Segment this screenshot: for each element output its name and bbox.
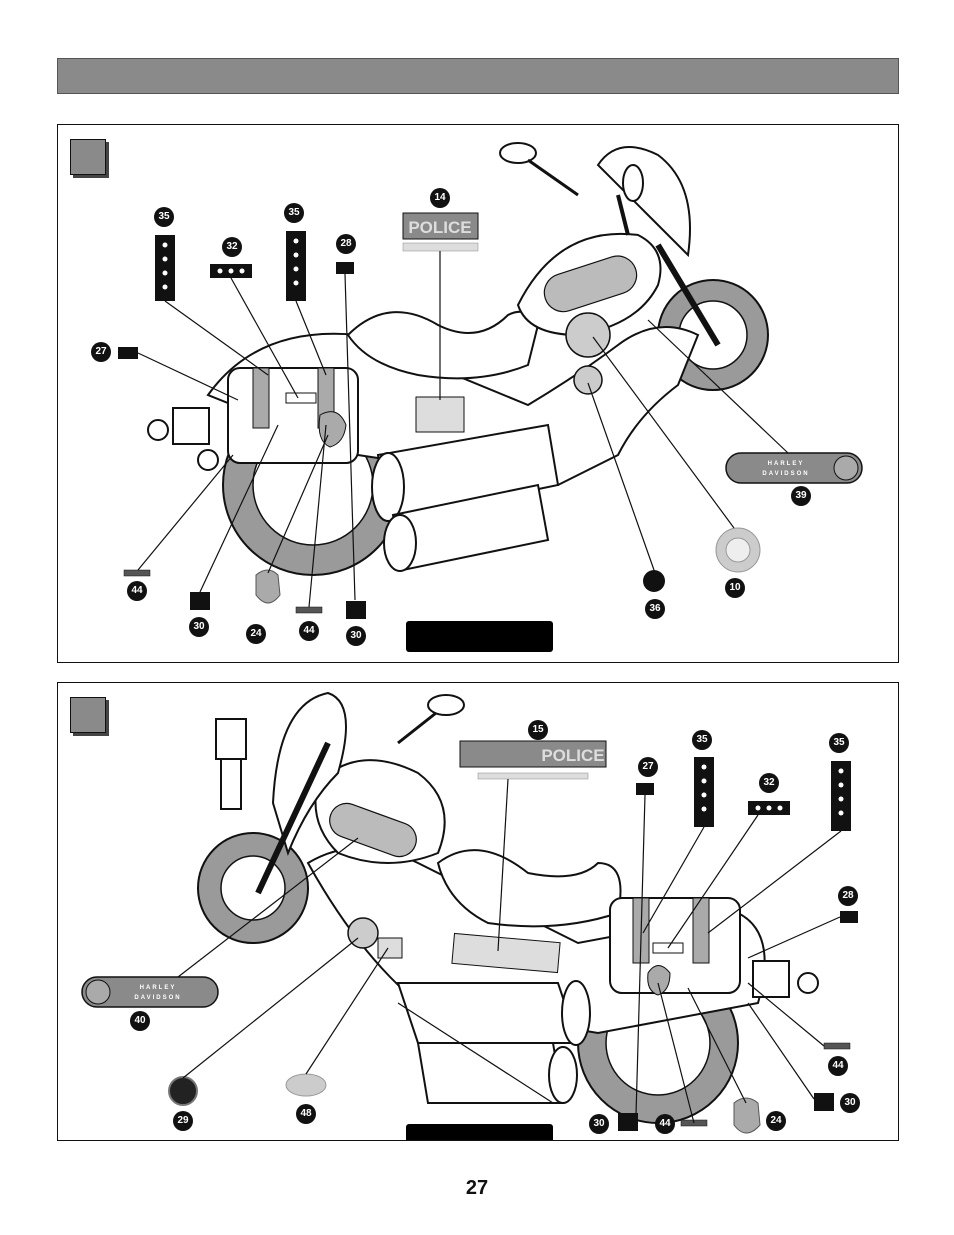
svg-text:POLICE: POLICE [408,218,471,237]
callout-14: 14 [430,188,450,208]
decal-30b [618,1113,638,1131]
round-emblem-decal-10 [715,527,761,573]
callout-24: 24 [246,624,266,644]
badge-decal-24 [255,569,281,604]
callout-15: 15 [528,720,548,740]
harley-davidson-decal-40: HARLEY DAVIDSON [81,976,219,1008]
step-panel-2: POLICE HARLEY DAVIDSON [57,682,899,1141]
callout-35: 35 [829,733,849,753]
callout-32: 32 [759,773,779,793]
police-decal: POLICE [402,212,479,252]
decal-27 [118,347,138,359]
callout-30: 30 [189,617,209,637]
decal-30b [346,601,366,619]
svg-text:DAVIDSON: DAVIDSON [134,995,181,1001]
strip-decal-35a [155,235,175,301]
caption-box [406,1124,553,1140]
callout-44: 44 [828,1056,848,1076]
strip-decal-35b [831,761,851,831]
callout-29: 29 [173,1111,193,1131]
callout-39: 39 [791,486,811,506]
svg-text:HARLEY: HARLEY [768,461,805,467]
callout-28: 28 [838,886,858,906]
step-number-box [70,139,106,175]
svg-text:HARLEY: HARLEY [140,985,177,991]
decal-28 [840,911,858,923]
decal-28 [336,262,354,274]
decal-30a [190,592,210,610]
decal-44b [295,606,323,614]
strip-decal-35b [286,231,306,301]
decal-44a [823,1042,851,1050]
callout-27: 27 [638,757,658,777]
callout-28: 28 [336,234,356,254]
callout-40: 40 [130,1011,150,1031]
page-number: 27 [465,1177,489,1199]
callout-24: 24 [766,1111,786,1131]
emblem-decal-48 [285,1073,327,1097]
svg-text:DAVIDSON: DAVIDSON [762,471,809,477]
callout-36: 36 [645,599,665,619]
decal-44a [123,569,151,577]
callout-10: 10 [725,578,745,598]
badge-decal-24 [733,1097,761,1134]
svg-text:POLICE: POLICE [541,746,604,765]
callout-44: 44 [655,1114,675,1134]
step-panel-1: POLICE HARLEY DAVIDSON [57,124,899,663]
strip-decal-32 [748,801,790,815]
strip-decal-32 [210,264,252,278]
callout-30: 30 [346,626,366,646]
callout-27: 27 [91,342,111,362]
caption-box [406,621,553,652]
decal-30a [814,1093,834,1111]
callout-32: 32 [222,237,242,257]
callout-35: 35 [154,207,174,227]
callout-44: 44 [299,621,319,641]
callout-44: 44 [127,581,147,601]
callout-48: 48 [296,1104,316,1124]
round-decal-29 [168,1076,198,1106]
callout-30: 30 [589,1114,609,1134]
decal-27 [636,783,654,795]
strip-decal-35a [694,757,714,827]
decal-36 [643,570,665,592]
motorcycle-left-side-illustration: POLICE HARLEY DAVIDSON [118,142,863,619]
motorcycle-right-side-illustration: POLICE HARLEY DAVIDSON [81,691,858,1134]
step-number-box [70,697,106,733]
police-decal: POLICE [459,740,607,780]
section-header-bar [57,58,899,94]
callout-35: 35 [692,730,712,750]
callout-35: 35 [284,203,304,223]
harley-davidson-decal-39: HARLEY DAVIDSON [725,452,863,484]
callout-30: 30 [840,1093,860,1113]
